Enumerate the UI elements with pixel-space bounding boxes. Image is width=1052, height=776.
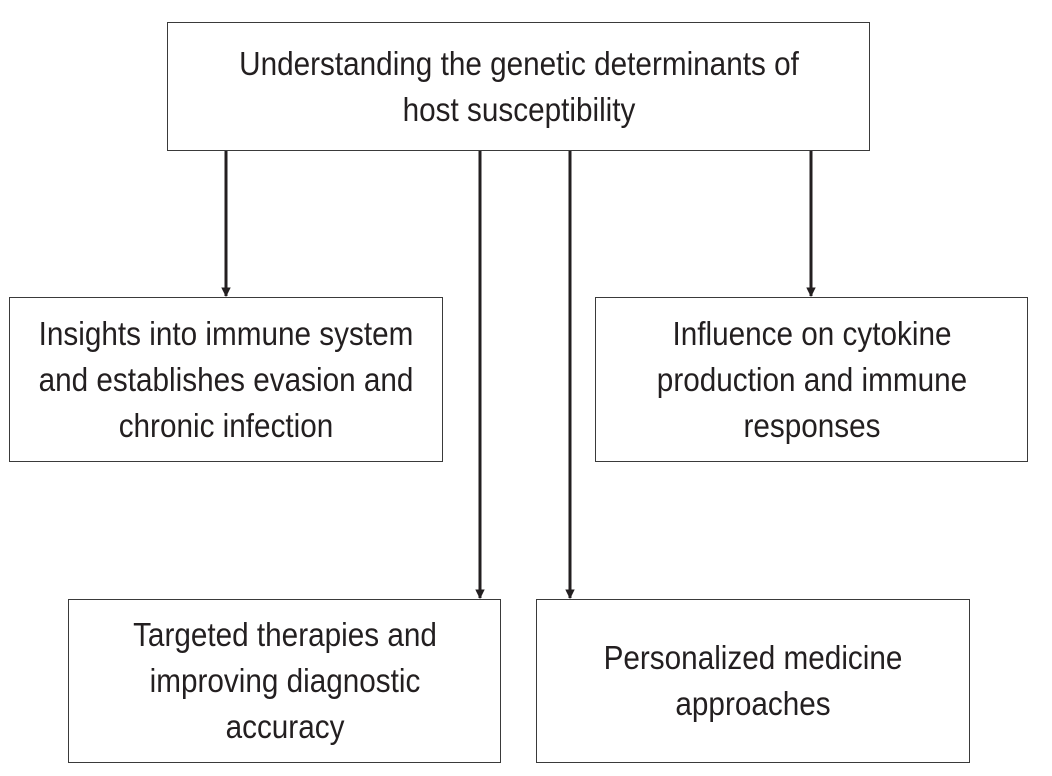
targeted-therapies-node: Targeted therapies and improving diagnos… bbox=[68, 599, 501, 763]
personalized-medicine-label: Personalized medicine approaches bbox=[603, 639, 903, 722]
root-node: Understanding the genetic determinants o… bbox=[167, 22, 870, 151]
targeted-therapies-label: Targeted therapies and improving diagnos… bbox=[132, 616, 437, 745]
immune-insights-label: Insights into immune system and establis… bbox=[38, 314, 414, 444]
personalized-medicine-node: Personalized medicine approaches bbox=[536, 599, 970, 763]
immune-insights-node: Insights into immune system and establis… bbox=[9, 297, 443, 462]
cytokine-influence-node: Influence on cytokine production and imm… bbox=[595, 297, 1028, 462]
cytokine-influence-label: Influence on cytokine production and imm… bbox=[656, 314, 967, 444]
root-node-label: Understanding the genetic determinants o… bbox=[238, 44, 799, 128]
